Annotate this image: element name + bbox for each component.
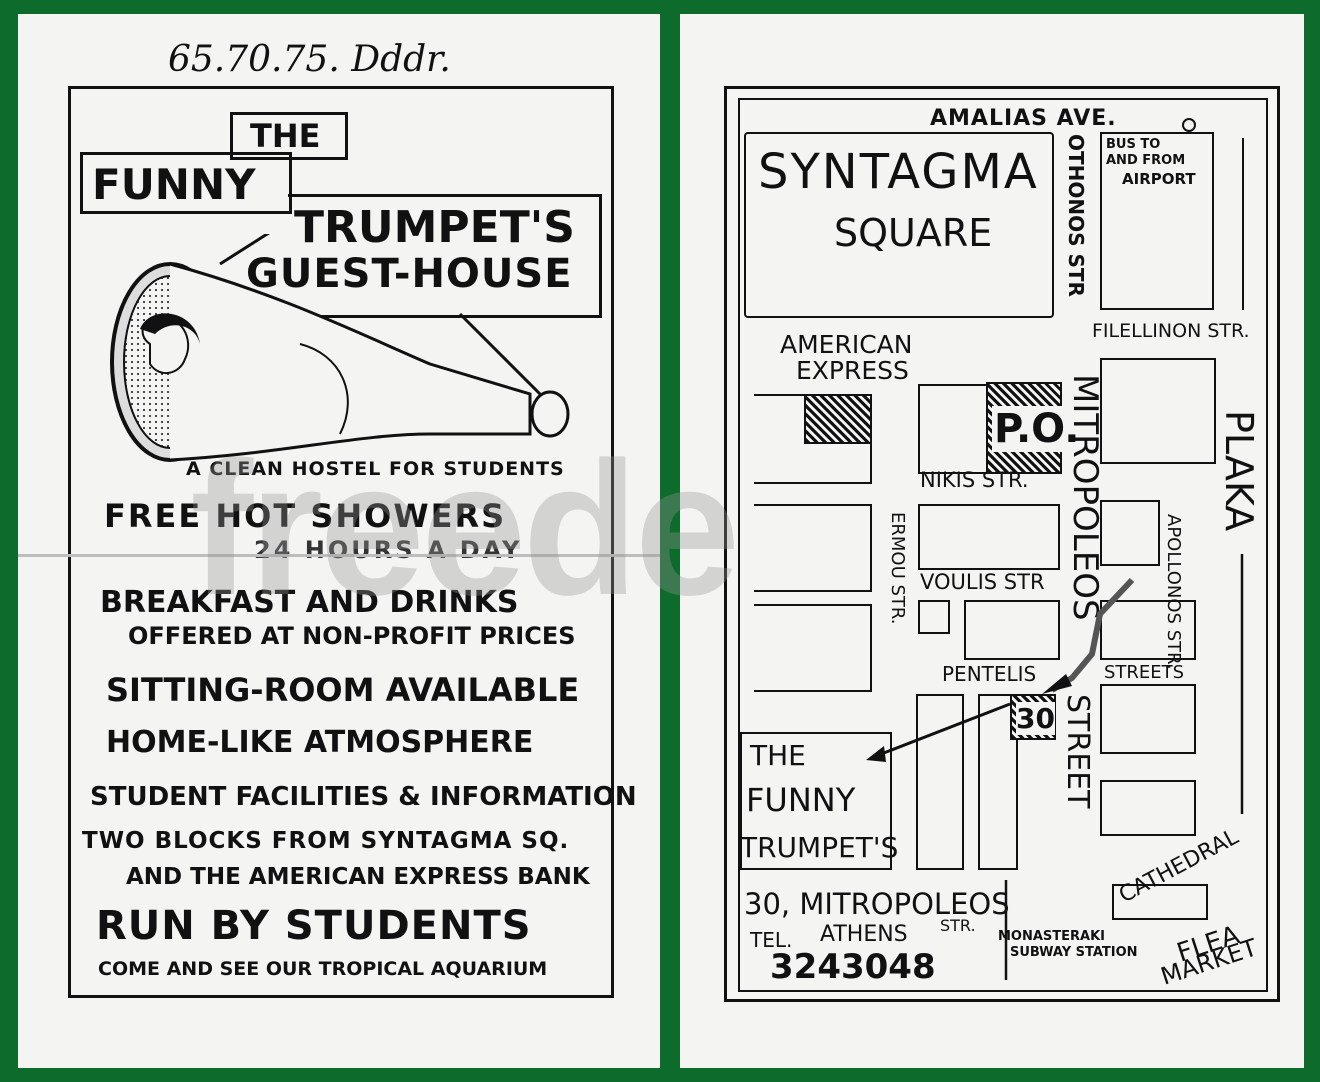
map-card: AMALIAS AVE. SYNTAGMA SQUARE OTHONOS STR… xyxy=(680,14,1304,1068)
syntagma-label: SYNTAGMA xyxy=(758,144,1039,200)
block-long-1 xyxy=(916,694,964,870)
flyer-card: 65.70.75. Dddr. THE FUNNY TRUMPET'S GUES… xyxy=(18,14,660,1068)
address-label: 30, MITROPOLEOS xyxy=(744,887,1010,921)
tel-label: TEL. xyxy=(750,928,793,952)
voulis-str-label: VOULIS STR xyxy=(920,570,1045,594)
bus-to-label: BUS TO xyxy=(1106,137,1161,152)
phone-number: 3243048 xyxy=(770,947,936,987)
hostel-trumpets: TRUMPET'S xyxy=(740,831,899,864)
feature-facilities: STUDENT FACILITIES & INFORMATION xyxy=(90,782,637,812)
title-trumpets: TRUMPET'S xyxy=(294,202,575,253)
feature-24-hours: 24 HOURS A DAY xyxy=(254,536,523,564)
hostel-name-box xyxy=(740,732,892,870)
handwritten-prices: 65.70.75. Dddr. xyxy=(168,39,451,80)
hostel-the: THE xyxy=(750,739,806,772)
cathedral-block xyxy=(1112,884,1208,920)
othonos-str-label: OTHONOS STR xyxy=(1064,134,1088,297)
tagline: A CLEAN HOSTEL FOR STUDENTS xyxy=(186,458,565,480)
syntagma-square-block xyxy=(744,132,1054,318)
block-long-2 xyxy=(978,694,1018,870)
map-inner-border xyxy=(738,98,1268,992)
block-e-5 xyxy=(1100,780,1196,836)
ermou-str-label: ERMOU STR. xyxy=(887,512,908,625)
block-c-2 xyxy=(918,504,1060,570)
feature-prices: OFFERED AT NON-PROFIT PRICES xyxy=(128,622,576,650)
block-c-3 xyxy=(964,600,1060,660)
bus-stop-icon xyxy=(1182,118,1196,132)
feature-home-like: HOME-LIKE ATMOSPHERE xyxy=(106,725,534,760)
athens-label: ATHENS xyxy=(820,922,908,947)
feature-breakfast: BREAKFAST AND DRINKS xyxy=(100,585,519,620)
amalias-ave-label: AMALIAS AVE. xyxy=(930,106,1117,131)
amex-label-1: AMERICAN xyxy=(780,330,913,359)
streets-label: STREETS xyxy=(1104,662,1185,683)
title-the: THE xyxy=(250,117,321,155)
watermark: freede xyxy=(190,423,740,635)
filellinon-str-label: FILELLINON STR. xyxy=(1092,320,1250,342)
block-e-3 xyxy=(1100,600,1196,660)
address-str: STR. xyxy=(940,916,976,935)
nikis-str-label: NIKIS STR. xyxy=(920,468,1029,492)
title-guest-house: GUEST-HOUSE xyxy=(246,251,573,297)
feature-sitting-room: SITTING-ROOM AVAILABLE xyxy=(106,671,580,709)
run-by-students: RUN BY STUDENTS xyxy=(96,903,532,949)
pentelis-label: PENTELIS xyxy=(942,662,1037,686)
block-w-3 xyxy=(754,604,872,692)
amex-label-2: EXPRESS xyxy=(796,356,909,385)
mitropoleos-label: MITROPOLEOS xyxy=(1065,374,1105,621)
aquarium-footer: COME AND SEE OUR TROPICAL AQUARIUM xyxy=(98,958,548,980)
block-small xyxy=(918,600,950,634)
map-border xyxy=(724,86,1280,1002)
block-e-4 xyxy=(1100,684,1196,754)
title-frame xyxy=(288,194,602,318)
trumpet-illustration xyxy=(110,234,570,462)
flyer-border xyxy=(68,86,614,998)
feature-two-blocks: TWO BLOCKS FROM SYNTAGMA SQ. xyxy=(82,828,570,854)
block-e-2 xyxy=(1100,500,1160,566)
and-from-label: AND FROM xyxy=(1106,153,1186,168)
airport-label: AIRPORT xyxy=(1122,170,1196,188)
block-ne-1 xyxy=(1100,358,1216,464)
amex-building xyxy=(804,394,872,444)
fold-crease xyxy=(18,554,660,557)
title-funny: FUNNY xyxy=(92,160,256,209)
title-funny-box xyxy=(80,152,292,214)
street-label: STREET xyxy=(1060,694,1095,809)
block-w-2 xyxy=(754,504,872,592)
hostel-number: 30 xyxy=(1016,702,1055,735)
po-label: P.O. xyxy=(992,406,1082,452)
plaka-label: PLAKA xyxy=(1217,410,1261,532)
monastiraki-label: MONASTERAKI xyxy=(998,929,1106,944)
map-arrows xyxy=(866,554,1244,980)
right-street-line xyxy=(1242,138,1254,310)
feature-showers: FREE HOT SHOWERS xyxy=(104,497,507,535)
subway-station-label: SUBWAY STATION xyxy=(1010,945,1138,960)
feature-amex-bank: AND THE AMERICAN EXPRESS BANK xyxy=(126,864,590,890)
bus-airport-block xyxy=(1100,132,1214,310)
apollonos-str-label: APOLLONOS STR. xyxy=(1163,514,1184,670)
hostel-funny: FUNNY xyxy=(746,781,856,819)
square-label: SQUARE xyxy=(834,211,993,255)
